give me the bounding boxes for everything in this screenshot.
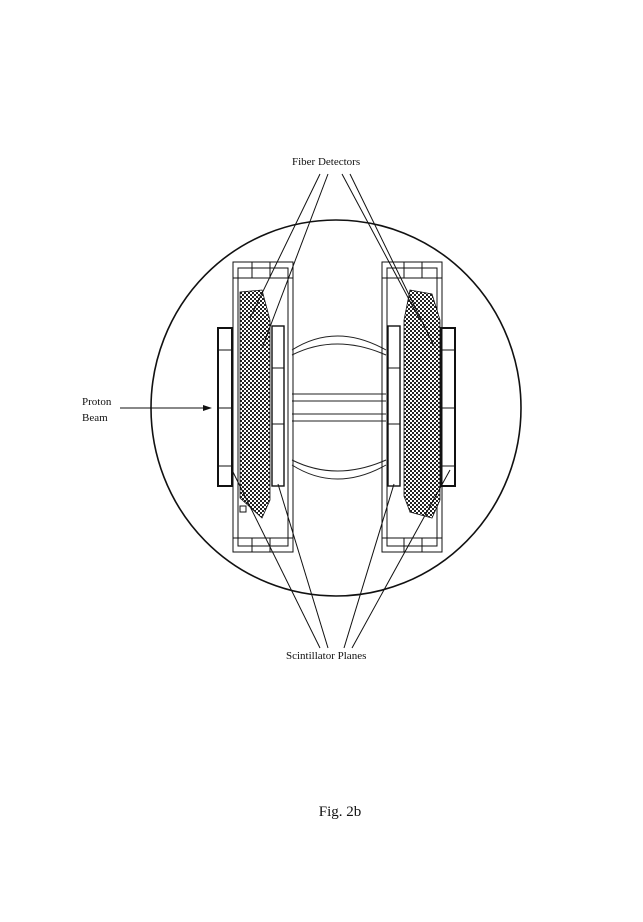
beam-label: Beam — [82, 412, 108, 424]
figure-caption: Fig. 2b — [318, 804, 362, 820]
fiber-detectors-label: Fiber Detectors — [292, 156, 361, 168]
right-fiber-detector-block — [403, 289, 441, 519]
left-fiber-detector-block — [239, 289, 271, 519]
scintillator-planes-label: Scintillator Planes — [286, 650, 367, 662]
proton-beam-arrow — [120, 405, 212, 411]
target-region — [291, 335, 387, 480]
fiber-detector-leaders — [249, 173, 435, 349]
proton-label: Proton — [82, 396, 112, 408]
scintillator-plane-leaders — [231, 469, 451, 649]
